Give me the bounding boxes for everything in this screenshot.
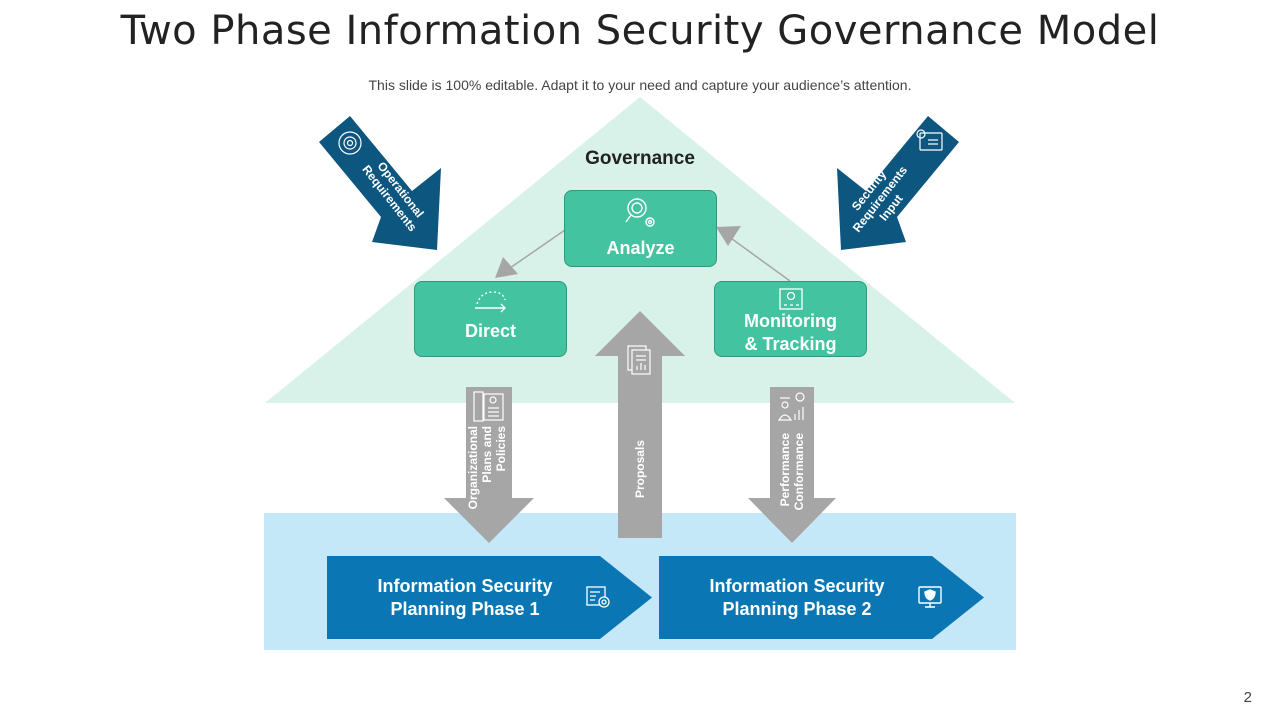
plans-policies-icon — [473, 391, 504, 422]
settings-document-icon — [916, 129, 943, 151]
cycle-arrow-icon — [471, 286, 511, 319]
connector-analyze-to-direct — [495, 229, 566, 278]
performance-conformance-label: Performance Conformance — [778, 433, 806, 511]
planning-phase-1: Information Security Planning Phase 1 — [327, 556, 652, 639]
performance-chart-icon — [777, 392, 805, 421]
planning-phase-2: Information Security Planning Phase 2 — [659, 556, 984, 639]
proposals-arrow — [595, 311, 685, 538]
connector-monitoring-to-analyze — [716, 226, 791, 282]
slide-subtitle: This slide is 100% editable. Adapt it to… — [368, 77, 912, 93]
analyze-box: Analyze — [564, 190, 717, 267]
analyze-label: Analyze — [606, 238, 675, 258]
phase-1-label: Information Security Planning Phase 1 — [377, 576, 553, 619]
page-number: 2 — [1243, 689, 1252, 706]
monitoring-label: Monitoring & Tracking — [744, 311, 837, 354]
performance-conformance-arrow — [748, 387, 836, 543]
phase-2-label: Information Security Planning Phase 2 — [709, 576, 885, 619]
process-gear-icon — [585, 584, 611, 615]
monitoring-box: Monitoring & Tracking — [714, 281, 867, 357]
slide-title: Two Phase Information Security Governanc… — [120, 8, 1160, 54]
gear-circle-icon — [338, 131, 362, 155]
documents-icon — [627, 345, 651, 375]
magnifier-gear-icon — [623, 195, 659, 236]
secure-monitor-icon — [917, 584, 943, 615]
governance-label: Governance — [585, 148, 695, 169]
monitoring-board-icon — [778, 287, 804, 316]
proposals-label: Proposals — [633, 440, 647, 499]
plans-policies-label: Organizational Plans and Policies — [466, 426, 508, 510]
plans-policies-arrow — [444, 387, 534, 543]
direct-label: Direct — [464, 321, 517, 341]
direct-box: Direct — [414, 281, 567, 357]
